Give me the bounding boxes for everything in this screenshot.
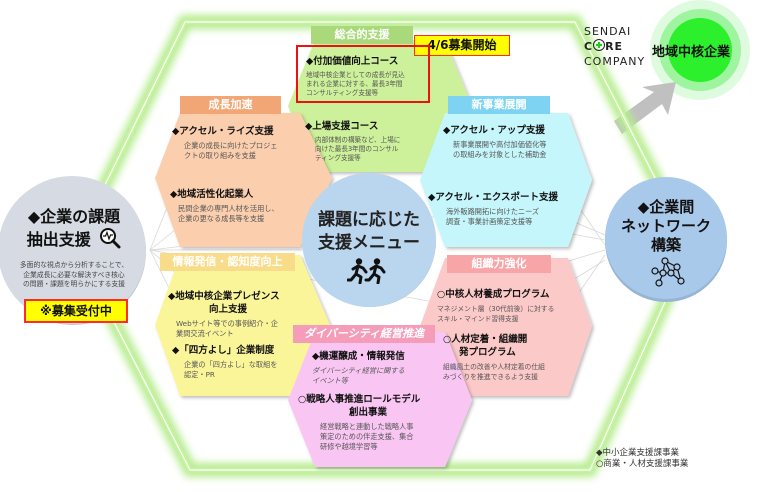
- running-people-icon: [346, 258, 391, 288]
- value-add-course-box[interactable]: [296, 45, 430, 103]
- hex-diversity-shape: [288, 332, 472, 467]
- accel-up-support[interactable]: ◆アクセル・アップ支援 新事業展開や高付加価値化等 の取組みを対象とした補助金: [443, 125, 547, 159]
- legend-item-commerce: ○商業・人材支援課事業: [596, 459, 689, 469]
- hex-org-shape: [420, 258, 592, 396]
- hex-growth-band: 成長加速: [180, 96, 281, 114]
- network-building-title: ◆企業間 ネットワーク 構築: [620, 198, 711, 254]
- retention-org-dev-program[interactable]: ○人材定着・組織開 発プログラム 組織風土の改善や人材定着の仕組 みづくりを推進…: [443, 334, 545, 381]
- legend: ◆中小企業支援課事業 ○商業・人材支援課事業: [596, 448, 688, 470]
- presence-improvement-support[interactable]: ◆地域中核企業プレゼンス 向上支援 Webサイト等での事例紹介・企 業間交流イベ…: [168, 291, 280, 338]
- goal-circle: [650, 0, 750, 100]
- shiho-yoshi-system[interactable]: ◆「四方よし」企業制度 企業の「四方よし」な取組を 認定・PR: [172, 345, 278, 379]
- hex-diversity-band: ダイバーシティ経営推進: [293, 325, 435, 343]
- hex-general-shape: [288, 40, 472, 172]
- issue-extraction-desc: 多面的な視点から分析することで、 企業成長に必要な解決すべき核心 の問題・課題を…: [19, 261, 129, 288]
- support-menu-title: 課題に応じた 支援メニュー: [318, 210, 420, 253]
- accepting-applications-badge: ※募集受付中: [24, 299, 128, 323]
- regional-core-company-label: 地域中核企業: [652, 45, 731, 60]
- magnifier-chart-icon: [99, 227, 121, 254]
- ipo-support-course[interactable]: ◆上場支援コース 内部体制の構築など、上場に 向けた最長3年間のコンサル ティン…: [305, 121, 401, 162]
- issue-extraction-title: ◆企業の課題 抽出支援: [4, 206, 144, 254]
- legend-item-sme: ◆中小企業支援課事業: [596, 448, 680, 458]
- plus-circle-icon: [593, 39, 606, 51]
- network-building-circle[interactable]: ◆企業間 ネットワーク 構築: [605, 177, 727, 299]
- support-menu-circle: 課題に応じた 支援メニュー: [302, 173, 436, 307]
- hex-org-band: 組織力強化: [447, 255, 551, 273]
- core-talent-program[interactable]: ○中核人材養成プログラム マネジメント層（30代前後）に対する スキル・マインド…: [437, 289, 555, 323]
- accel-rise-support[interactable]: ◆アクセル・ライズ支援 企業の成長に向けたプロジェ クトの取り組みを支援: [172, 126, 278, 160]
- regional-revitalization-entrepreneur[interactable]: ◆地域活性化起業人 民間企業の専門人材を活用し、 企業の更なる成長等を支援: [170, 189, 279, 223]
- value-add-course[interactable]: ◆付加価値向上コース 地域中核企業としての成長が見込 まれる企業に対する、最長3…: [306, 56, 405, 97]
- network-icon: [651, 257, 685, 291]
- hex-newbiz-shape: [420, 113, 592, 247]
- accel-export-support[interactable]: ◆アクセル・エクスポート支援 海外販路開拓に向けたニーズ 調査・事業計画策定支援…: [428, 192, 559, 226]
- momentum-info-dissemination[interactable]: ◆機運醸成・情報発信 ダイバーシティ経営に関する イベント等: [312, 351, 405, 385]
- hex-growth-shape: [155, 113, 332, 247]
- hex-general-band: 総合的支援: [311, 26, 413, 44]
- strategic-hr-role-model[interactable]: ○戦略人事推進ロールモデル 創出事業 経営戦略と連動した戦略人事 策定のための伴…: [298, 394, 421, 451]
- hex-info-shape: [155, 255, 330, 396]
- hex-info-band: 情報発信・認知度向上: [160, 253, 295, 271]
- hex-newbiz-band: 新事業展開: [448, 96, 550, 114]
